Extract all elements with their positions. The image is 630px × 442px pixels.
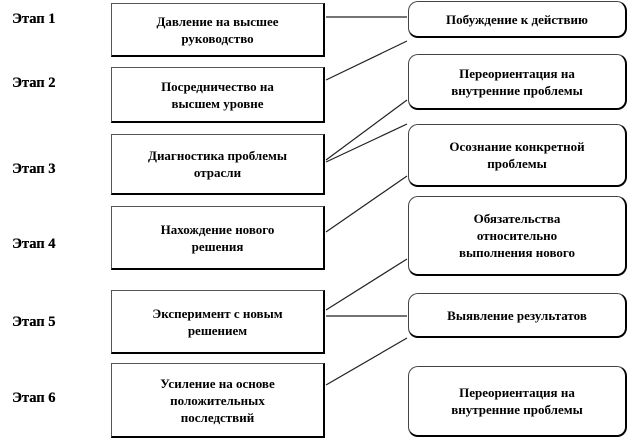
connector-6-diagonal [325,337,408,386]
step-box-5: Эксперимент с новым решением [111,290,325,354]
step-box-3: Диагностика проблемы отрасли [111,134,325,195]
step-box-1: Давление на высшее руководство [111,3,325,57]
result-box-5: Выявление результатов [408,293,627,338]
step-box-2: Посредничество на высшем уровне [111,67,325,123]
stage-label-1: Этап 1 [12,11,56,27]
result-box-1: Побуждение к действию [408,1,627,38]
result-box-6: Переориентация на внутренние проблемы [408,366,627,437]
step-box-4: Нахождение нового решения [111,206,325,270]
stage-label-3: Этап 3 [12,161,56,177]
stage-label-2: Этап 2 [12,75,56,91]
connector-1-diagonal [325,40,408,81]
result-box-3: Осознание конкретной проблемы [408,124,627,187]
stage-label-4: Этап 4 [12,236,56,252]
result-box-4: Обязательства относительно выполнения но… [408,196,627,276]
connector-4-diagonal [325,175,408,233]
connector-5-diagonal [325,258,408,311]
step-box-6: Усиление на основе положительных последс… [111,363,325,438]
stage-label-5: Этап 5 [12,314,56,330]
result-box-2: Переориентация на внутренние проблемы [408,54,627,110]
connector-3-diagonal [325,123,408,163]
stage-label-6: Этап 6 [12,390,56,406]
connector-2-diagonal [325,99,408,161]
